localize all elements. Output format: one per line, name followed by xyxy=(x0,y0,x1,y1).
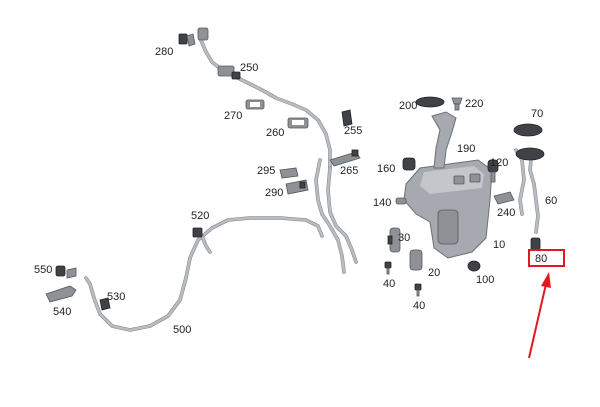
label-290: 290 xyxy=(265,187,283,199)
pad-240-icon xyxy=(493,191,515,205)
label-70: 70 xyxy=(531,108,543,120)
bolt-40-right-icon xyxy=(414,283,422,297)
label-20: 20 xyxy=(428,267,440,279)
upper-hose-line xyxy=(198,36,358,274)
grommet-100-icon xyxy=(467,260,481,272)
label-295: 295 xyxy=(257,165,275,177)
clip-280-icon xyxy=(178,33,196,47)
label-250: 250 xyxy=(240,62,258,74)
label-40-right: 40 xyxy=(413,300,425,312)
highlight-box-80 xyxy=(528,249,565,267)
nozzle-60-upper-icon xyxy=(515,147,545,161)
connector-140-icon xyxy=(395,197,407,205)
bolt-40-left-icon xyxy=(384,261,392,275)
cap-200-icon xyxy=(415,96,445,108)
grommet-120-icon xyxy=(487,159,499,183)
label-550: 550 xyxy=(34,264,52,276)
clip-290-icon xyxy=(285,179,309,195)
pump-20-icon xyxy=(409,249,423,271)
filler-neck-190 xyxy=(431,111,457,169)
label-100: 100 xyxy=(476,274,494,286)
label-30: 30 xyxy=(398,232,410,244)
red-arrow-icon xyxy=(528,272,551,359)
label-10: 10 xyxy=(493,239,505,251)
connector-250-icon xyxy=(217,65,241,80)
nozzle-550-icon xyxy=(55,265,77,279)
label-240: 240 xyxy=(497,207,515,219)
label-60: 60 xyxy=(545,195,557,207)
holder-260-icon xyxy=(287,117,309,129)
bracket-265-icon xyxy=(329,149,361,167)
clip-295-icon xyxy=(279,167,299,179)
clip-520-icon xyxy=(192,227,203,238)
label-120: 120 xyxy=(490,157,508,169)
label-520: 520 xyxy=(191,210,209,222)
label-255: 255 xyxy=(344,125,362,137)
grommet-160-icon xyxy=(402,157,416,171)
nozzle-top-icon xyxy=(197,27,209,41)
label-265: 265 xyxy=(340,165,358,177)
label-190: 190 xyxy=(457,143,475,155)
label-160: 160 xyxy=(377,163,395,175)
pump-30-icon xyxy=(387,227,401,253)
label-40-left: 40 xyxy=(383,278,395,290)
plug-220-icon xyxy=(451,97,463,111)
label-270: 270 xyxy=(224,110,242,122)
clip-530-icon xyxy=(99,297,111,311)
rear-hose-line-500 xyxy=(84,216,324,332)
label-530: 530 xyxy=(107,291,125,303)
label-200: 200 xyxy=(399,100,417,112)
holder-270-icon xyxy=(245,99,265,110)
label-140: 140 xyxy=(373,197,391,209)
label-280: 280 xyxy=(155,46,173,58)
clip-255-icon xyxy=(341,109,353,127)
label-220: 220 xyxy=(465,98,483,110)
nozzle-70-icon xyxy=(513,123,543,137)
label-540: 540 xyxy=(53,306,71,318)
label-500: 500 xyxy=(173,324,191,336)
washer-reservoir-tank xyxy=(403,159,493,259)
label-260: 260 xyxy=(266,127,284,139)
part-80-icon xyxy=(530,237,541,251)
label-80: 80 xyxy=(535,253,547,265)
hose-60 xyxy=(514,148,540,234)
nozzle-540-icon xyxy=(45,285,77,303)
